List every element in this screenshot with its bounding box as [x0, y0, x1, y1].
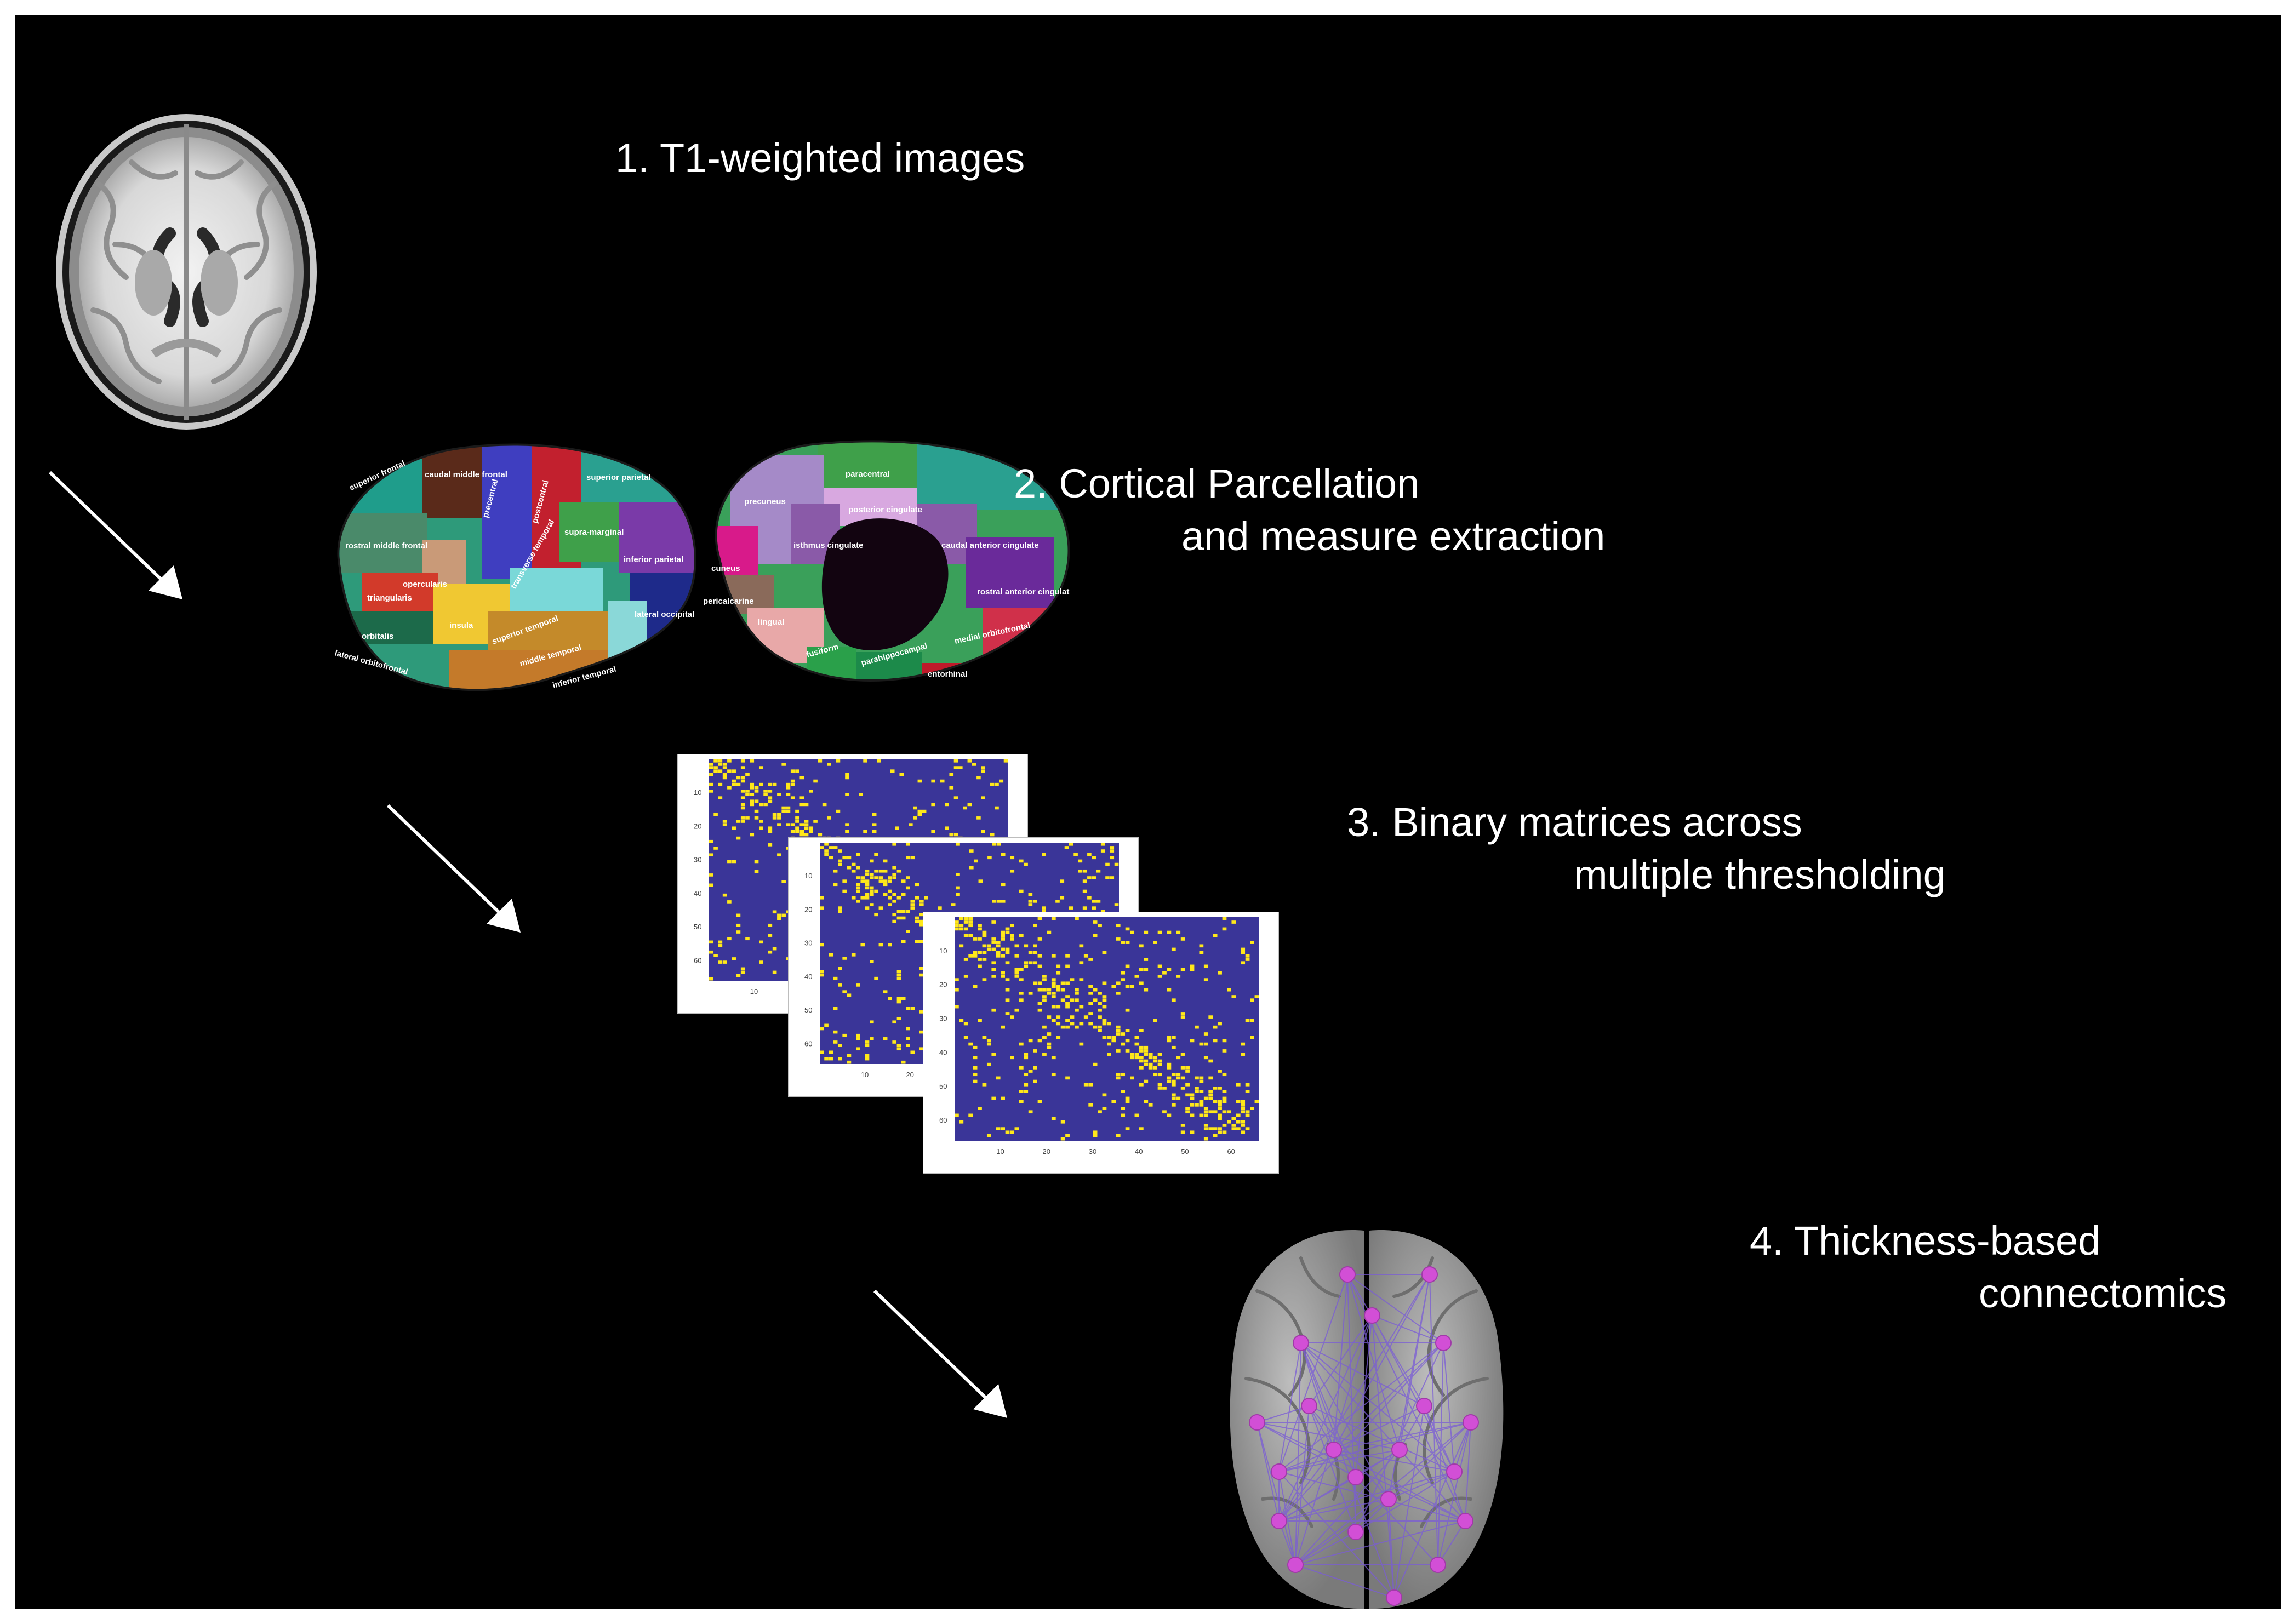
- medial-label: entorhinal: [928, 670, 968, 679]
- medial-label: pericalcarine: [703, 597, 754, 606]
- lateral-label: caudal middle frontal: [425, 470, 507, 479]
- matrix-tick-label: 30: [804, 939, 812, 947]
- lateral-label: rostral middle frontal: [345, 541, 427, 551]
- lateral-label: lateral occipital: [635, 610, 694, 619]
- step-2-line-1: 2. Cortical Parcellation: [1014, 461, 1420, 506]
- matrix-tick-label: 50: [939, 1082, 947, 1090]
- step-1-line-1: 1. T1-weighted images: [615, 135, 1025, 181]
- medial-label: precuneus: [744, 497, 786, 506]
- connectome-node: [1347, 1524, 1364, 1540]
- arrow-icon: [873, 1289, 1007, 1418]
- brain-connectome-icon: [1230, 1230, 1504, 1609]
- lateral-label: superior parietal: [586, 473, 651, 482]
- binary-matrix-icon: 10 20 30 40 50 60 10 20 30 40 50 60: [923, 912, 1279, 1174]
- figure-panel: superior frontal caudal middle frontal r…: [15, 15, 2281, 1609]
- lateral-label: insula: [449, 621, 473, 630]
- connectome-node: [1364, 1307, 1380, 1324]
- lateral-label: orbitalis: [362, 632, 393, 641]
- matrix-tick-label: 50: [804, 1006, 812, 1014]
- connectome-node: [1380, 1491, 1397, 1507]
- connectome-node: [1463, 1414, 1479, 1431]
- step-3-line-1: 3. Binary matrices across: [1347, 799, 1802, 845]
- matrix-tick-label: 60: [694, 956, 701, 964]
- connectome-node: [1391, 1442, 1408, 1458]
- connectome-node: [1339, 1266, 1356, 1283]
- matrix-tick-label: 60: [939, 1116, 947, 1124]
- matrix-tick-label: 10: [861, 1071, 869, 1079]
- connectome-node: [1430, 1557, 1446, 1573]
- connectome-node: [1271, 1463, 1287, 1480]
- matrix-tick-label: 20: [1042, 1147, 1050, 1156]
- lateral-label: opercularis: [403, 580, 447, 589]
- cortical-parcellation-medial-icon: paracentral posterior cingulate precuneu…: [703, 440, 1070, 682]
- connectome-node: [1301, 1398, 1317, 1414]
- matrix-tick-label: 10: [694, 788, 701, 797]
- connectome-node: [1271, 1513, 1287, 1529]
- matrix-tick-label: 10: [750, 987, 758, 996]
- cortical-parcellation-lateral-icon: superior frontal caudal middle frontal r…: [334, 443, 696, 691]
- matrix-tick-label: 20: [694, 822, 701, 830]
- connectome-node: [1416, 1398, 1432, 1414]
- lateral-label: triangularis: [367, 593, 412, 603]
- step-4-label: 4. Thickness-based connectomics: [1750, 1221, 2226, 1314]
- connectome-node: [1326, 1442, 1342, 1458]
- step-2-line-2: and measure extraction: [1181, 513, 1606, 559]
- matrix-tick-label: 40: [1135, 1147, 1143, 1156]
- connectome-node: [1386, 1589, 1402, 1606]
- arrow-icon: [48, 471, 182, 599]
- medial-label: lingual: [758, 617, 784, 627]
- lateral-label: supra-marginal: [564, 528, 624, 537]
- medial-label: isthmus cingulate: [793, 541, 864, 550]
- step-3-label: 3. Binary matrices across multiple thres…: [1347, 802, 1946, 895]
- connectome-node: [1457, 1513, 1473, 1529]
- matrix-tick-label: 40: [694, 889, 701, 897]
- matrix-tick-label: 30: [939, 1014, 947, 1022]
- step-2-label: 2. Cortical Parcellation and measure ext…: [1014, 464, 1605, 557]
- step-1-label: 1. T1-weighted images: [615, 138, 1025, 179]
- medial-label: posterior cingulate: [848, 505, 922, 514]
- connectome-node: [1293, 1335, 1309, 1351]
- matrix-tick-label: 40: [939, 1048, 947, 1056]
- connectome-node: [1421, 1266, 1438, 1283]
- step-4-line-1: 4. Thickness-based: [1750, 1218, 2101, 1263]
- step-3-line-2: multiple thresholding: [1574, 852, 1946, 897]
- connectome-node: [1249, 1414, 1265, 1431]
- arrow-icon: [386, 804, 521, 933]
- matrix-tick-label: 10: [804, 872, 812, 880]
- medial-label: rostral anterior cingulate: [977, 587, 1070, 597]
- medial-label: caudal anterior cingulate: [941, 541, 1039, 550]
- connectome-node: [1446, 1463, 1463, 1480]
- matrix-tick-label: 40: [804, 973, 812, 981]
- matrix-tick-label: 60: [1227, 1147, 1235, 1156]
- matrix-tick-label: 20: [804, 905, 812, 913]
- matrix-tick-label: 10: [939, 947, 947, 955]
- lateral-label: inferior parietal: [624, 555, 683, 564]
- medial-label: paracentral: [846, 470, 890, 479]
- connectome-node: [1287, 1557, 1304, 1573]
- matrix-tick-label: 30: [1089, 1147, 1096, 1156]
- matrix-tick-label: 30: [694, 856, 701, 864]
- connectome-node: [1347, 1469, 1364, 1485]
- matrix-tick-label: 50: [694, 923, 701, 931]
- matrix-tick-label: 60: [804, 1039, 812, 1048]
- matrix-tick-label: 20: [939, 981, 947, 989]
- matrix-tick-label: 50: [1181, 1147, 1189, 1156]
- brain-mri-axial-icon: [56, 114, 317, 430]
- connectome-node: [1435, 1335, 1452, 1351]
- matrix-tick-label: 20: [906, 1071, 913, 1079]
- matrix-tick-label: 10: [996, 1147, 1004, 1156]
- medial-label: cuneus: [711, 564, 740, 573]
- step-4-line-2: connectomics: [1979, 1271, 2227, 1316]
